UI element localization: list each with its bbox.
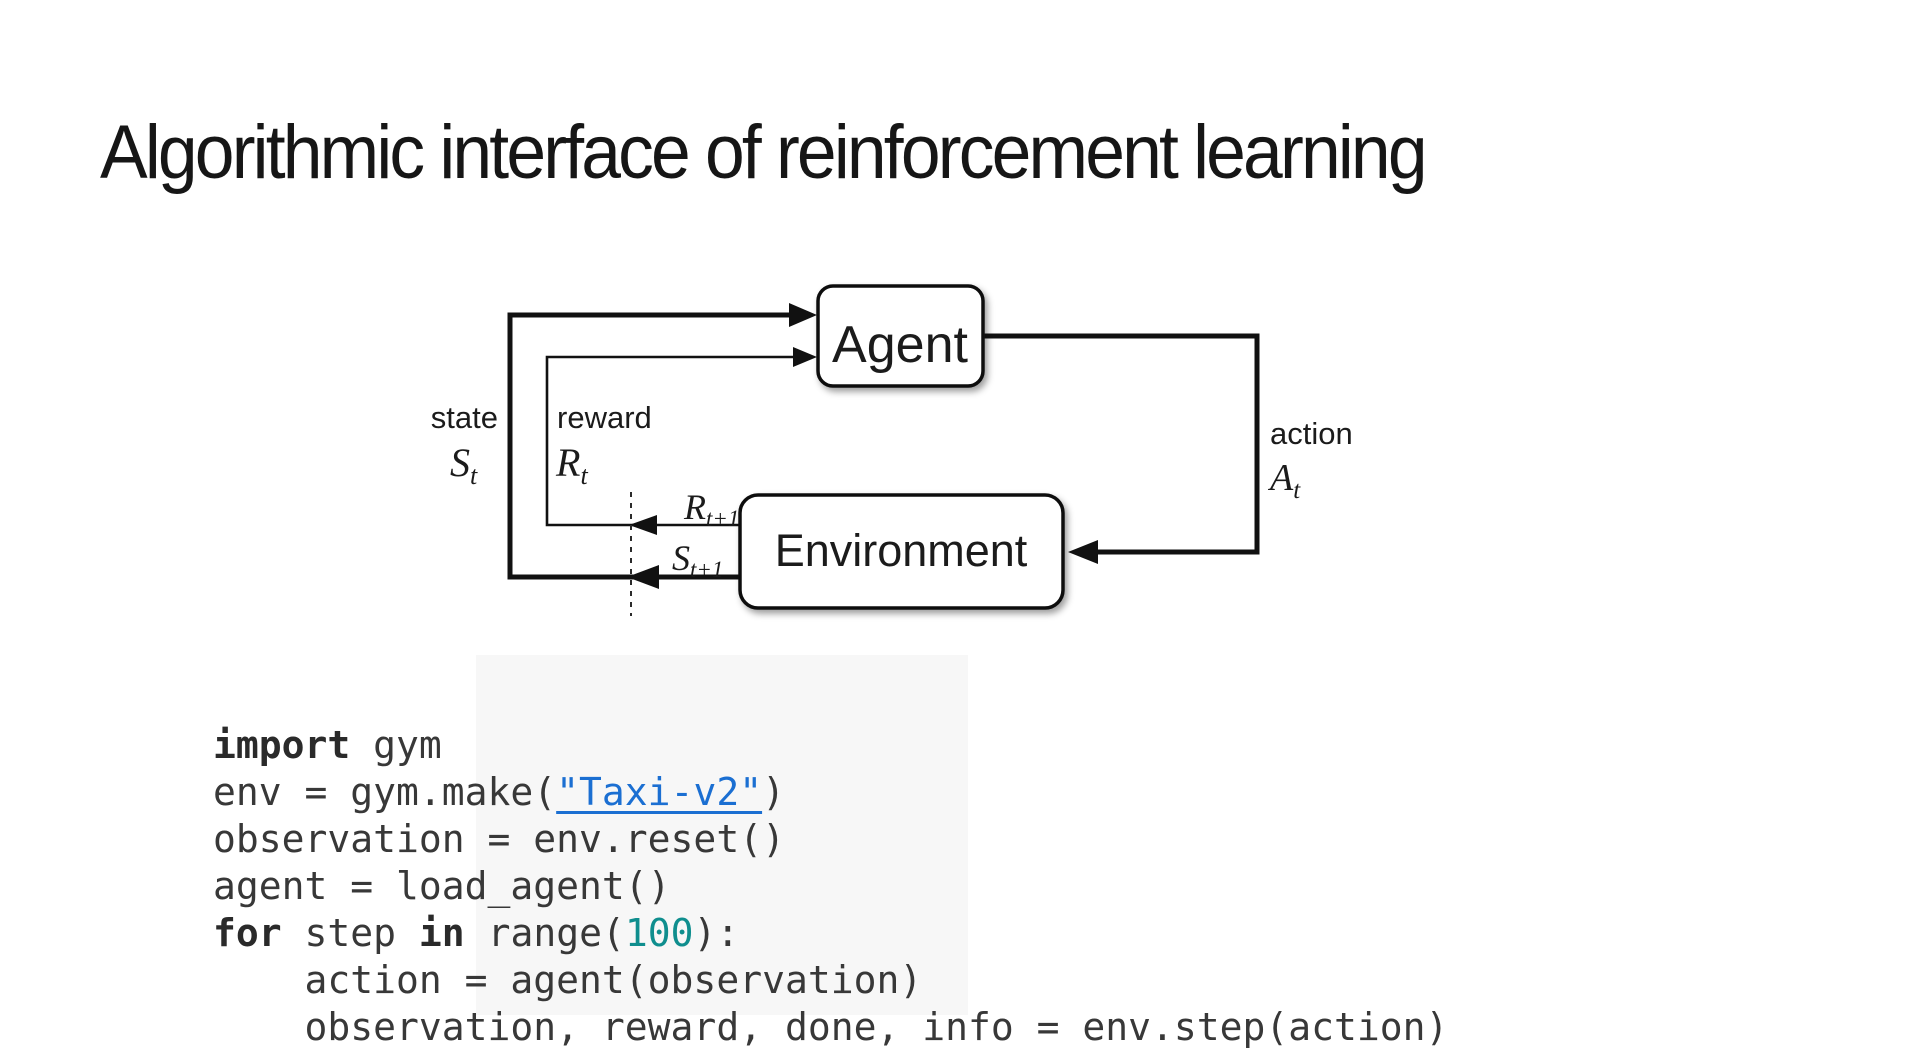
agent-box [816,284,985,388]
next-reward-arrowhead [629,515,657,535]
environment-box [738,493,1065,610]
code-segment: env = gym.make( [213,770,557,814]
agent-box-label: Agent [832,316,968,374]
code-line: for step in range(100): [213,910,1448,957]
code-segment: range( [464,911,625,955]
code-segment: observation, reward, done, info = env.st… [213,1005,1449,1049]
action-flow-line [984,333,1260,555]
code-segment: in [418,911,465,955]
code-segment: import [213,723,351,767]
code-segment: gym [350,723,442,767]
state-symbol: St [450,440,478,490]
action-label: action [1270,416,1353,451]
code-segment: ): [693,911,740,955]
slide-title: Algorithmic interface of reinforcement l… [100,109,1428,195]
reward-label: reward [557,400,652,435]
code-segment: observation = env.reset() [213,817,785,861]
reward-into-agent-arrowhead [793,347,817,367]
next-reward-symbol: Rt+1 [683,487,739,531]
reward-symbol: Rt [555,440,588,490]
code-segment: 100 [624,911,694,955]
code-line: env = gym.make("Taxi-v2") [213,769,1448,816]
code-background [476,655,968,1015]
code-segment: agent = load_agent() [213,864,671,908]
state-into-agent-arrowhead [789,303,817,327]
code-segment: ) [762,770,785,814]
code-line: agent = load_agent() [213,863,1448,910]
code-segment: for [213,911,282,955]
code-segment: step [281,911,419,955]
next-state-arrowhead [627,565,659,589]
next-state-symbol: St+1 [672,538,723,582]
action-into-environment-arrowhead [1068,540,1098,564]
code-segment: action = agent(observation) [213,958,923,1002]
code-line: observation, reward, done, info = env.st… [213,1004,1449,1051]
code-line: import gym [213,722,1448,769]
state-flow-line [507,312,799,580]
taxi-v2-link[interactable]: "Taxi-v2" [556,770,763,814]
code-line: action = agent(observation) [213,957,1448,1004]
action-symbol: At [1267,457,1301,504]
state-label: state [431,400,498,435]
code-line: observation = env.reset() [213,816,1448,863]
environment-box-label: Environment [775,525,1028,576]
